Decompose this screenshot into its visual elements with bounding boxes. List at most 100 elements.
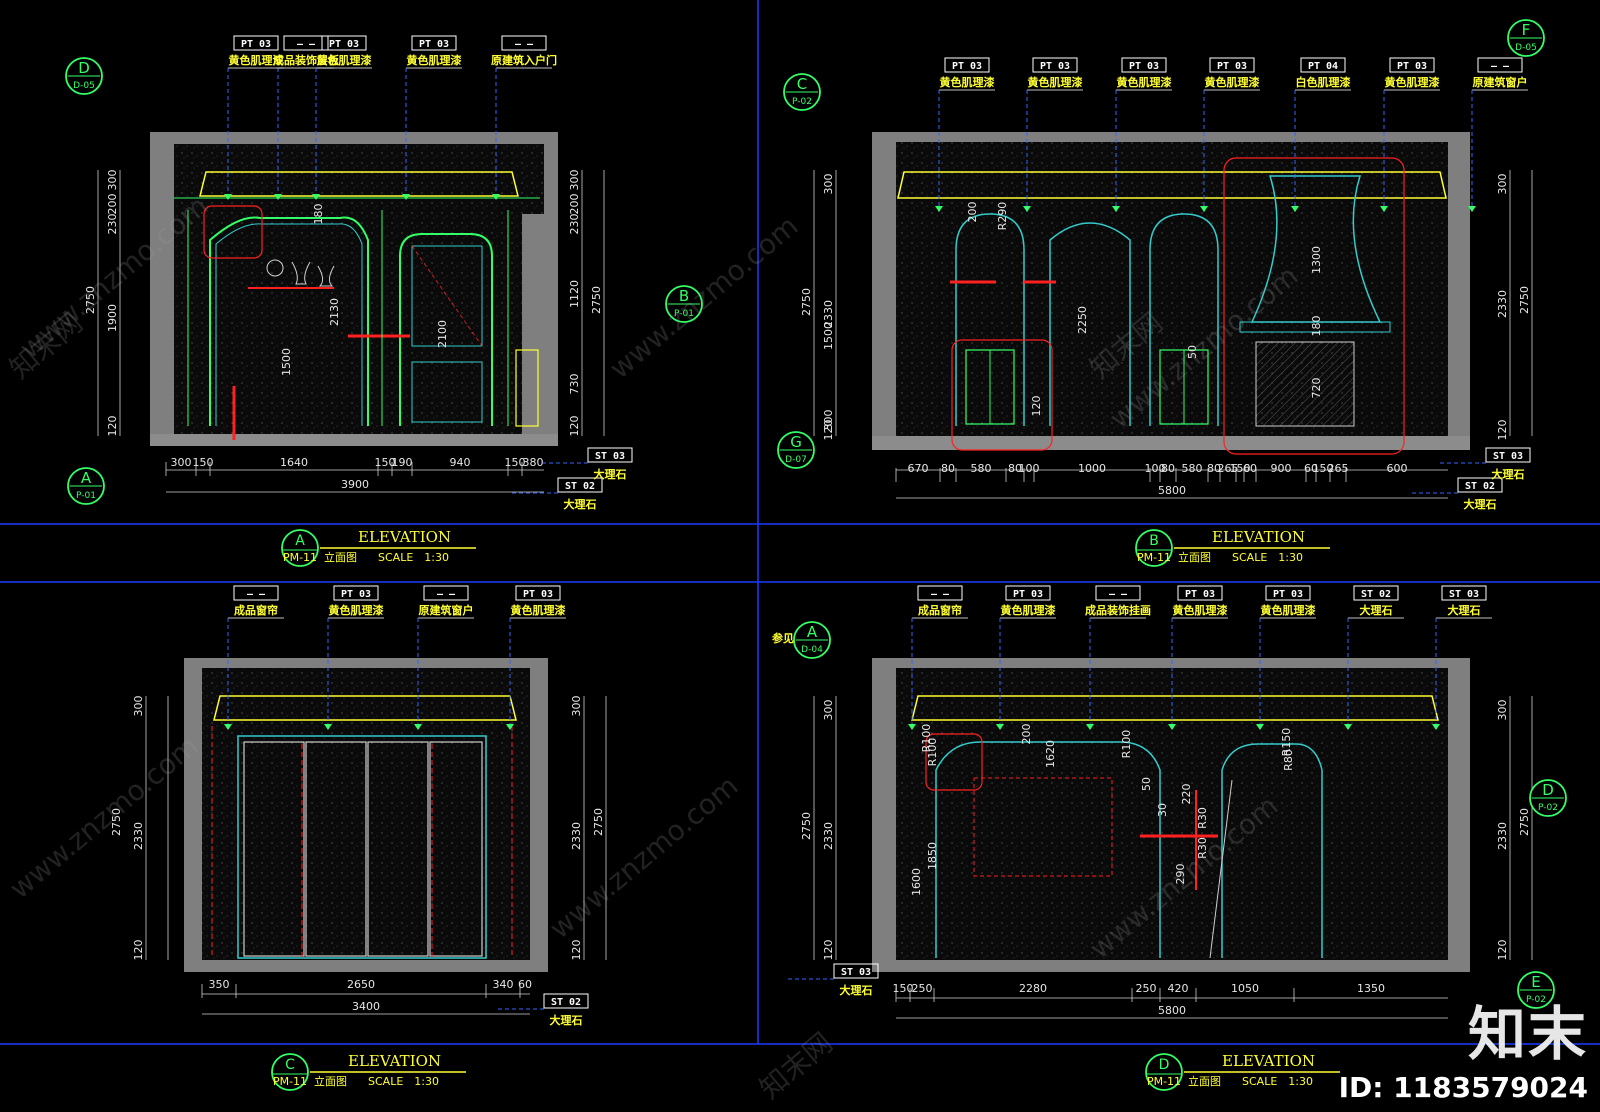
callout-tag-box xyxy=(1005,585,1051,601)
callout-code-bottom: ST 02 xyxy=(565,481,595,492)
dimension-right: 2330 xyxy=(570,822,583,850)
dimension-value: 150 xyxy=(375,456,396,469)
title-elevation: ELEVATION xyxy=(1222,1052,1315,1070)
callout-code-bottom: ST 02 xyxy=(551,997,581,1008)
callout-name-bottom: 大理石 xyxy=(594,467,627,481)
callout-code: — — xyxy=(247,589,266,600)
section-marker-letter: F xyxy=(1522,21,1531,39)
title-scale: SCALE 1:30 xyxy=(368,1075,439,1088)
dimension-value: 250 xyxy=(1136,982,1157,995)
title-marker xyxy=(271,1053,309,1091)
callout-name: 黄色肌理漆 xyxy=(1385,75,1440,89)
dimension-total: 3400 xyxy=(352,1000,380,1013)
section-marker-ref: P-01 xyxy=(76,491,96,501)
callout-name-bottom: 大理石 xyxy=(550,1013,583,1027)
dimension-left: 120 xyxy=(106,416,119,437)
dimension-right: 730 xyxy=(568,374,581,395)
callout-tag-box xyxy=(1032,57,1078,73)
callout-code: — — xyxy=(931,589,950,600)
dimension-right: 300 xyxy=(1496,174,1509,195)
callout-tag-box xyxy=(944,57,990,73)
callout-code: PT 03 xyxy=(952,61,982,72)
dimension-inner: R290 xyxy=(996,202,1009,231)
title-scale: SCALE 1:30 xyxy=(378,551,449,564)
elevation-d xyxy=(813,658,1533,1019)
callout-name: 成品装饰挂画 xyxy=(1085,603,1151,617)
dimension-right: 2330 xyxy=(1496,290,1509,318)
section-marker-letter: A xyxy=(81,469,92,487)
title-letter: B xyxy=(1149,533,1159,549)
dimension-inner: 1300 xyxy=(1310,246,1323,274)
dimension-left: 2750 xyxy=(800,812,813,840)
dimension-value: 670 xyxy=(908,462,929,475)
callout-tag-box xyxy=(411,35,457,51)
callout-tag-box xyxy=(233,35,279,51)
callout-code: PT 03 xyxy=(329,39,359,50)
callout-tag-box xyxy=(1121,57,1167,73)
dimension-left: 1600 xyxy=(910,868,923,896)
section-marker-ref: D-04 xyxy=(801,645,823,655)
elevation-b xyxy=(813,132,1533,499)
dimension-left: 2750 xyxy=(800,288,813,316)
dimension-right: 120 xyxy=(1496,940,1509,961)
callout-name-bottom: 大理石 xyxy=(1492,467,1525,481)
dimension-left: 2750 xyxy=(110,808,123,836)
dimension-inner: 30 xyxy=(1156,803,1169,817)
callout-code: — — xyxy=(437,589,456,600)
sheet-frame xyxy=(0,0,1600,1045)
callout-tag-box xyxy=(423,585,469,601)
section-marker-letter: B xyxy=(679,287,689,305)
dimension-left: 300 xyxy=(822,174,835,195)
dimension-right: 2750 xyxy=(590,286,603,314)
callout-tag-box xyxy=(1265,585,1311,601)
dimension-inner: R30 xyxy=(1196,807,1209,829)
dimension-value: 60 xyxy=(1304,462,1318,475)
dimension-right: 2330 xyxy=(1496,822,1509,850)
section-marker-ref: P-02 xyxy=(1538,803,1558,813)
callout-code-bottom: ST 03 xyxy=(841,967,871,978)
dimension-right: 300 xyxy=(570,696,583,717)
callout-code: PT 03 xyxy=(1040,61,1070,72)
title-label: 立面图 xyxy=(1188,1074,1221,1088)
elevation-c xyxy=(145,658,607,1015)
section-marker-letter: D xyxy=(1542,781,1554,799)
title-letter: D xyxy=(1159,1057,1170,1073)
dimension-left: 2750 xyxy=(84,286,97,314)
title-marker xyxy=(1135,529,1173,567)
dimension-value: 150 xyxy=(193,456,214,469)
elevation-d-annotations xyxy=(786,585,1567,1091)
dimension-right: 1120 xyxy=(568,280,581,308)
dimension-value: 1350 xyxy=(1357,982,1385,995)
dimension-value: 100 xyxy=(1145,462,1166,475)
dimension-inner: 2250 xyxy=(1076,306,1089,334)
dimension-inner: 1620 xyxy=(1044,740,1057,768)
dimension-left: 2330 xyxy=(822,822,835,850)
dimension-value: 80 xyxy=(1207,462,1221,475)
dimension-inner: R100 xyxy=(920,724,933,753)
section-marker-letter: C xyxy=(797,75,807,93)
dimension-value: 1050 xyxy=(1231,982,1259,995)
dimension-right: 2750 xyxy=(1518,286,1531,314)
callout-tag-box xyxy=(1177,585,1223,601)
callout-name: 成品窗帘 xyxy=(918,603,962,617)
dimension-inner: 200 xyxy=(1020,724,1033,745)
title-label: 立面图 xyxy=(314,1074,347,1088)
callout-code: PT 03 xyxy=(1217,61,1247,72)
dimension-value: 60 xyxy=(518,978,532,991)
callout-name: 原建筑窗户 xyxy=(419,603,474,617)
watermark-site-4: www.znzmo.com xyxy=(3,729,204,905)
dimension-left: 120 xyxy=(132,940,145,961)
callout-code: PT 03 xyxy=(1013,589,1043,600)
dimension-inner: 180 xyxy=(312,204,325,225)
section-marker-letter: D xyxy=(78,59,90,77)
brand-name: 知末 xyxy=(1467,1000,1588,1068)
watermark-site-2: www.znzmo.com xyxy=(603,209,804,385)
dimension-inner: R30 xyxy=(1196,837,1209,859)
watermark-site-5: www.znzmo.com xyxy=(543,769,744,945)
dimension-value: 580 xyxy=(971,462,992,475)
dimension-inner: 1500 xyxy=(280,348,293,376)
dimension-value: 150 xyxy=(893,982,914,995)
title-marker xyxy=(281,529,319,567)
